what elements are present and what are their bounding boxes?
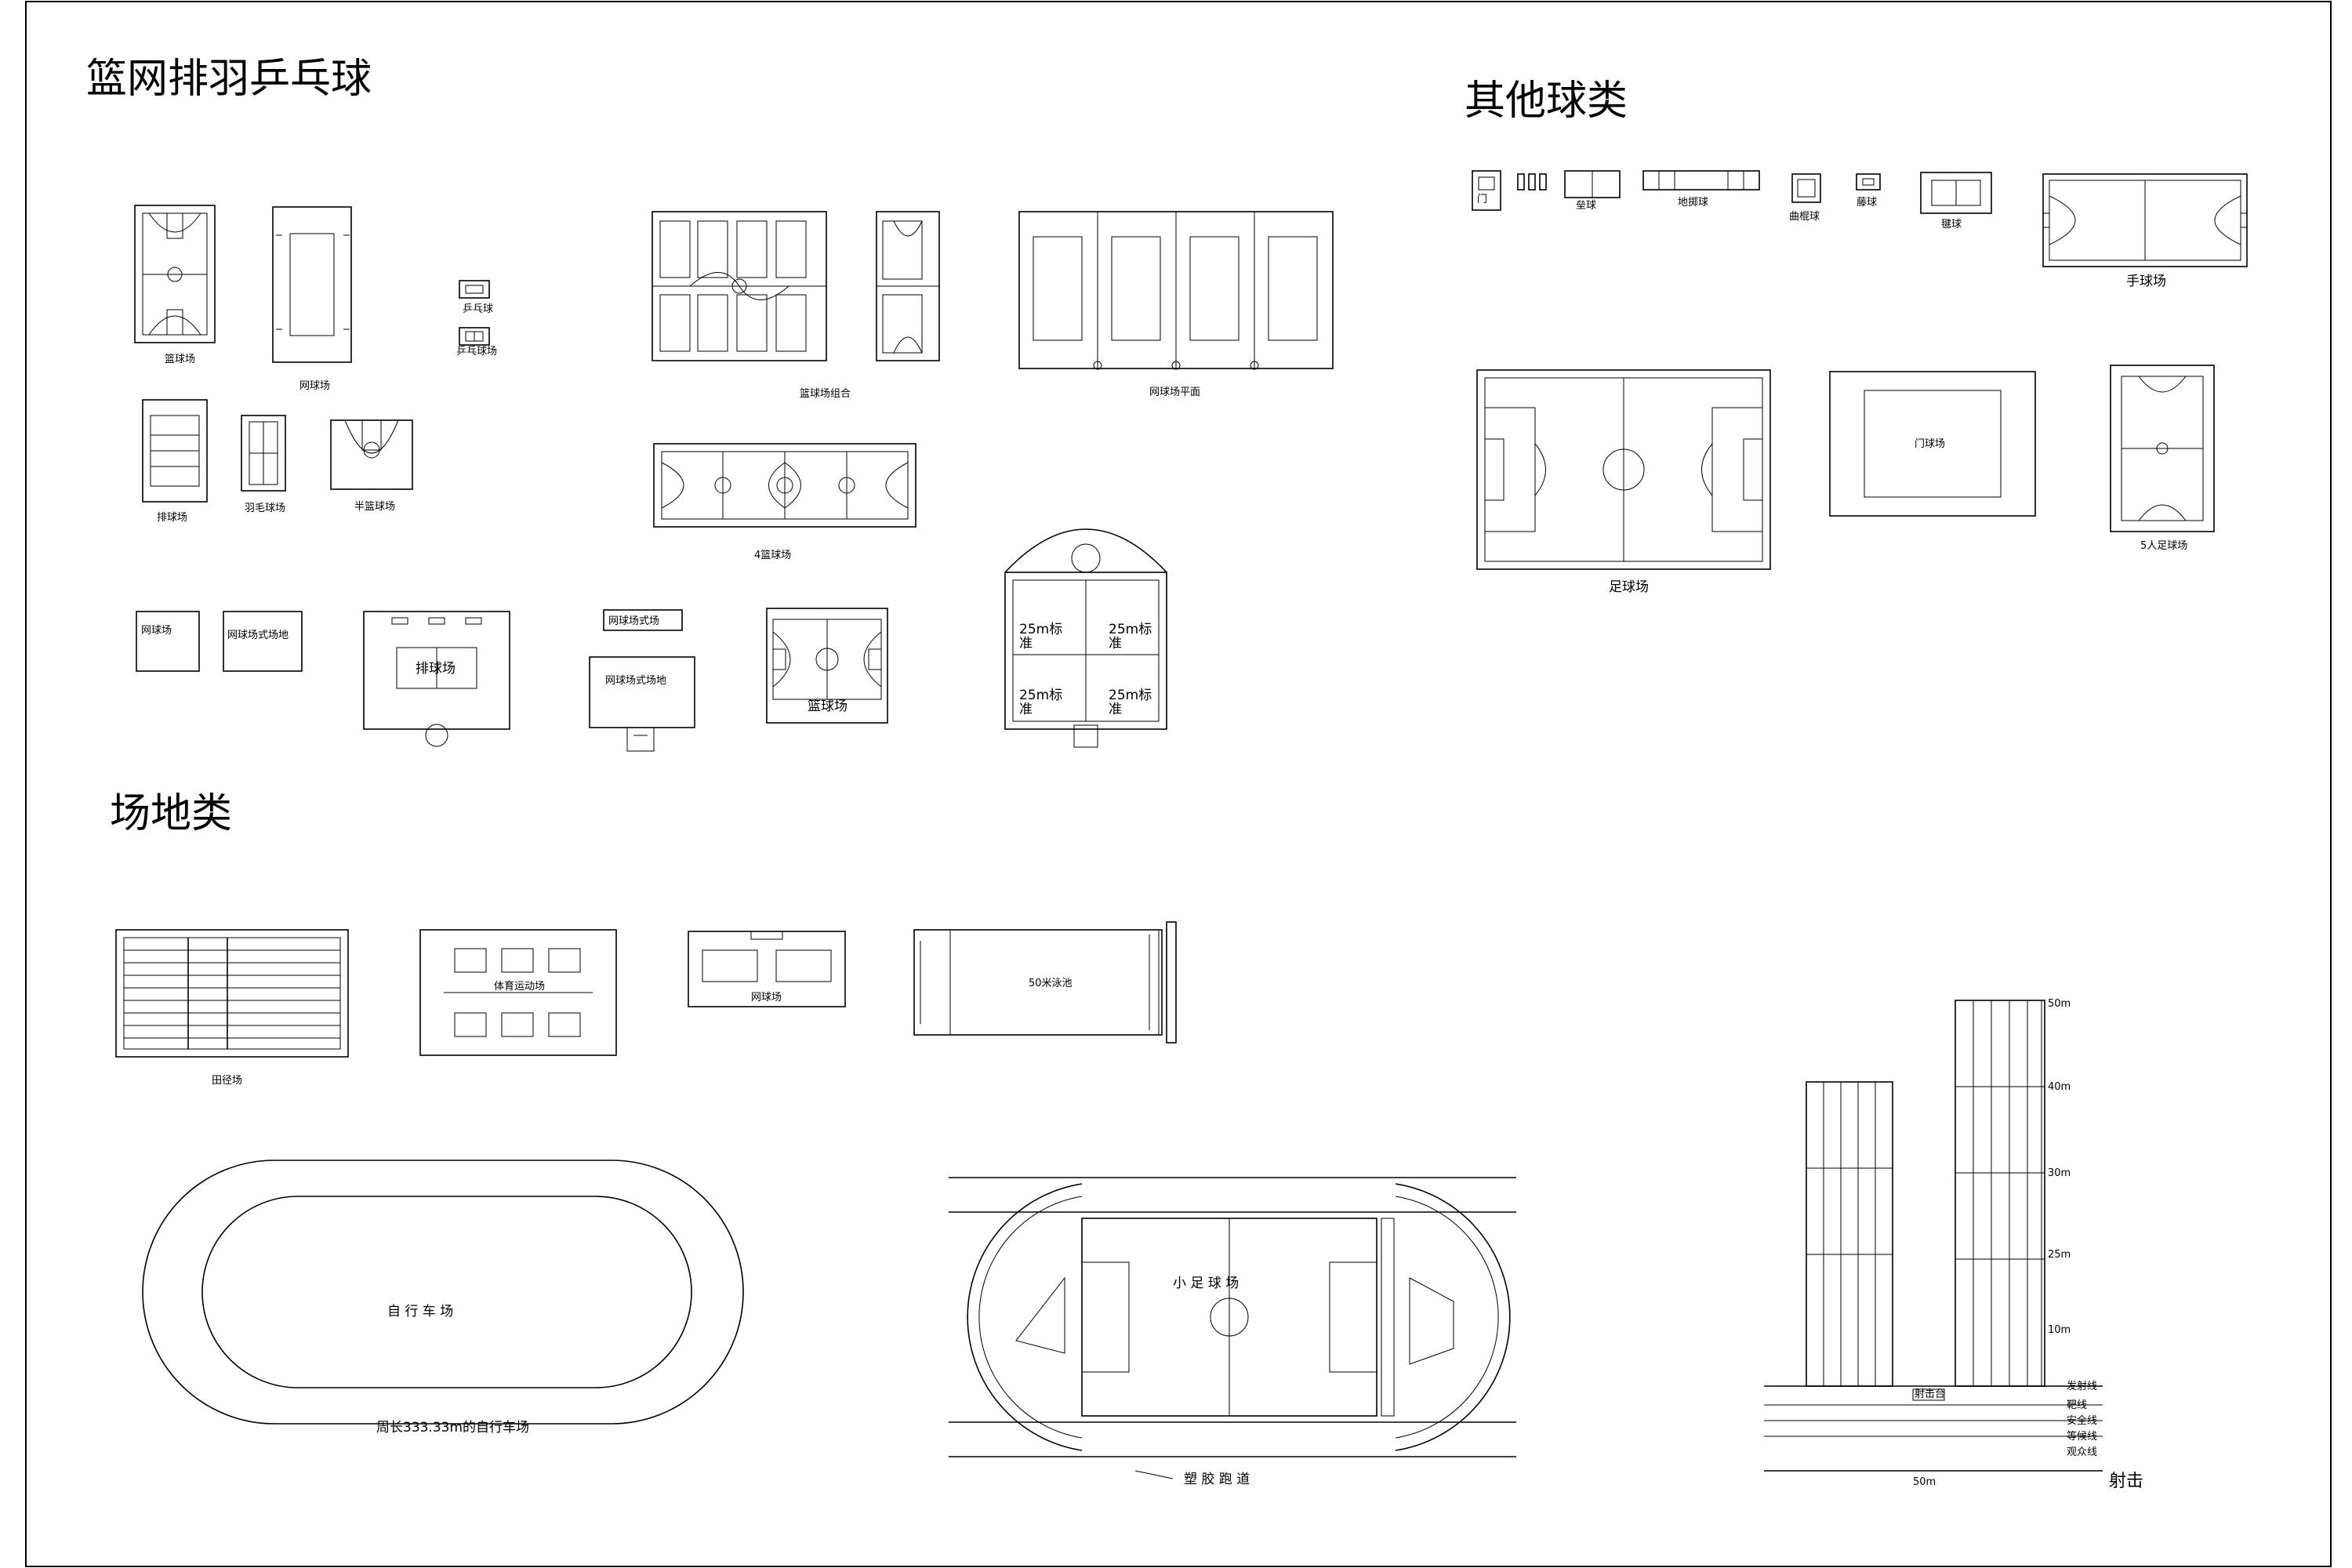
label-small-1: 门: [1477, 194, 1487, 205]
volleyball-court: [142, 399, 208, 503]
label-handball: 手球场: [2126, 274, 2166, 289]
small-field-6: [1856, 173, 1881, 191]
swimming-pool: [913, 921, 1177, 1044]
label-pingpong-a: 乒乓球: [463, 303, 493, 315]
ground-mark-3: 等候线: [2067, 1430, 2097, 1443]
court-pair: [876, 211, 940, 361]
basketball-combo-layout: [652, 211, 827, 361]
label-plastic-track: 塑 胶 跑 道: [1184, 1472, 1250, 1487]
heading-ball-sports: 篮网排羽乒乓球: [86, 56, 372, 103]
cycling-track: [142, 1160, 744, 1425]
label-pole-c-sub: 准: [1019, 702, 1033, 717]
small-field-7: [1920, 172, 1992, 214]
football-field: [1476, 369, 1771, 570]
label-pole-c: 25m标: [1019, 688, 1062, 703]
small-field-5: [1791, 173, 1821, 203]
drawing-frame: [25, 1, 2332, 1567]
tennis-court: [272, 206, 352, 363]
label-track-field: 田径场: [212, 1075, 242, 1087]
track-field-plan: [115, 929, 349, 1058]
pingpong-table-a: [459, 280, 490, 299]
running-track: [949, 1177, 1516, 1457]
lane-mark-3: 25m: [2048, 1249, 2071, 1261]
leader-line: [1134, 1470, 1174, 1479]
label-shooting-base: 50m: [1913, 1476, 1936, 1488]
label-pole-b-sub: 准: [1109, 636, 1122, 652]
small-field-3: [1564, 170, 1621, 198]
label-gate-ball: 门球场: [1915, 438, 1945, 450]
label-futsal: 5人足球场: [2140, 540, 2187, 552]
label-pool: 50米泳池: [1029, 978, 1073, 989]
label-small-4: 曲棍球: [1789, 211, 1820, 223]
label-tennis-detail-box: 网球场式场地: [605, 675, 666, 687]
volleyball-field: [363, 611, 510, 747]
label-pingpong-b: 乒乓球场: [456, 346, 497, 358]
label-volley-field: 排球场: [416, 661, 456, 677]
label-sport-center: 体育运动场: [494, 980, 545, 993]
label-pole-a: 25m标: [1019, 622, 1062, 637]
heading-venues: 场地类: [110, 790, 232, 837]
half-basketball-court: [330, 419, 413, 490]
basketball-field: [766, 608, 888, 724]
badminton-court: [241, 415, 286, 492]
label-tennis-court2: 网球场: [751, 992, 782, 1004]
small-field-1: [1472, 170, 1501, 211]
pingpong-table-b: [459, 327, 490, 346]
label-shooting-station: 射击台: [1915, 1388, 1945, 1400]
label-shooting: 射击: [2109, 1472, 2143, 1491]
label-pole-d: 25m标: [1109, 688, 1152, 703]
label-bball-field: 篮球场: [808, 699, 848, 714]
tennis-combo-layout: [1018, 211, 1334, 370]
label-half-basketball: 半篮球场: [354, 501, 395, 513]
futsal-court: [2110, 365, 2215, 532]
lane-mark-2: 30m: [2048, 1167, 2071, 1179]
tennis-court-2: [688, 931, 846, 1007]
label-tennis-detail-top: 网球场式场: [608, 615, 659, 627]
label-tennis: 网球场: [299, 380, 330, 392]
tennis-detail-box: [223, 611, 303, 672]
ground-mark-4: 观众线: [2067, 1446, 2097, 1458]
label-tennis-detail: 网球场式场地: [227, 630, 289, 641]
ground-mark-2: 安全线: [2067, 1414, 2097, 1427]
label-court-small: 网球场: [141, 625, 172, 637]
lane-mark-4: 10m: [2048, 1324, 2071, 1336]
pole-field: [1004, 528, 1167, 748]
label-football: 足球场: [1609, 579, 1649, 595]
label-volleyball: 排球场: [157, 512, 187, 524]
label-basketball: 篮球场: [165, 354, 195, 365]
four-basketball-courts: [653, 443, 916, 528]
label-small-6: 毽球: [1941, 218, 1962, 230]
label-cycle-caption: 周长333.33m的自行车场: [376, 1420, 529, 1436]
lane-mark-1: 40m: [2048, 1081, 2071, 1093]
label-pole-b: 25m标: [1109, 622, 1152, 637]
label-small-3: 地掷球: [1678, 197, 1708, 209]
label-small-2: 垒球: [1576, 200, 1596, 212]
tennis-detail-field: [589, 609, 695, 752]
handball-court: [2042, 173, 2248, 267]
label-bball-combo: 篮球场组合: [800, 388, 851, 400]
label-tennis-combo: 网球场平面: [1149, 387, 1200, 398]
ground-mark-1: 靶线: [2067, 1399, 2087, 1411]
label-small-football: 小 足 球 场: [1173, 1276, 1239, 1291]
label-cycle-inner: 自 行 车 场: [387, 1304, 453, 1319]
small-court-box: [136, 611, 200, 672]
basketball-court: [134, 205, 216, 343]
heading-other-balls: 其他球类: [1465, 78, 1628, 125]
ground-mark-0: 发射线: [2067, 1380, 2097, 1392]
lane-mark-0: 50m: [2048, 998, 2071, 1010]
label-badminton: 羽毛球场: [245, 503, 285, 514]
small-field-4: [1642, 170, 1760, 191]
sport-center-plan: [419, 929, 617, 1056]
shooting-range: [1764, 1000, 2103, 1472]
label-pole-d-sub: 准: [1109, 702, 1122, 717]
gate-ball-field: [1829, 371, 2036, 517]
label-small-5: 藤球: [1857, 197, 1877, 209]
small-field-2: [1517, 173, 1547, 191]
label-pole-a-sub: 准: [1019, 636, 1033, 652]
label-four-bball: 4篮球场: [754, 550, 791, 561]
